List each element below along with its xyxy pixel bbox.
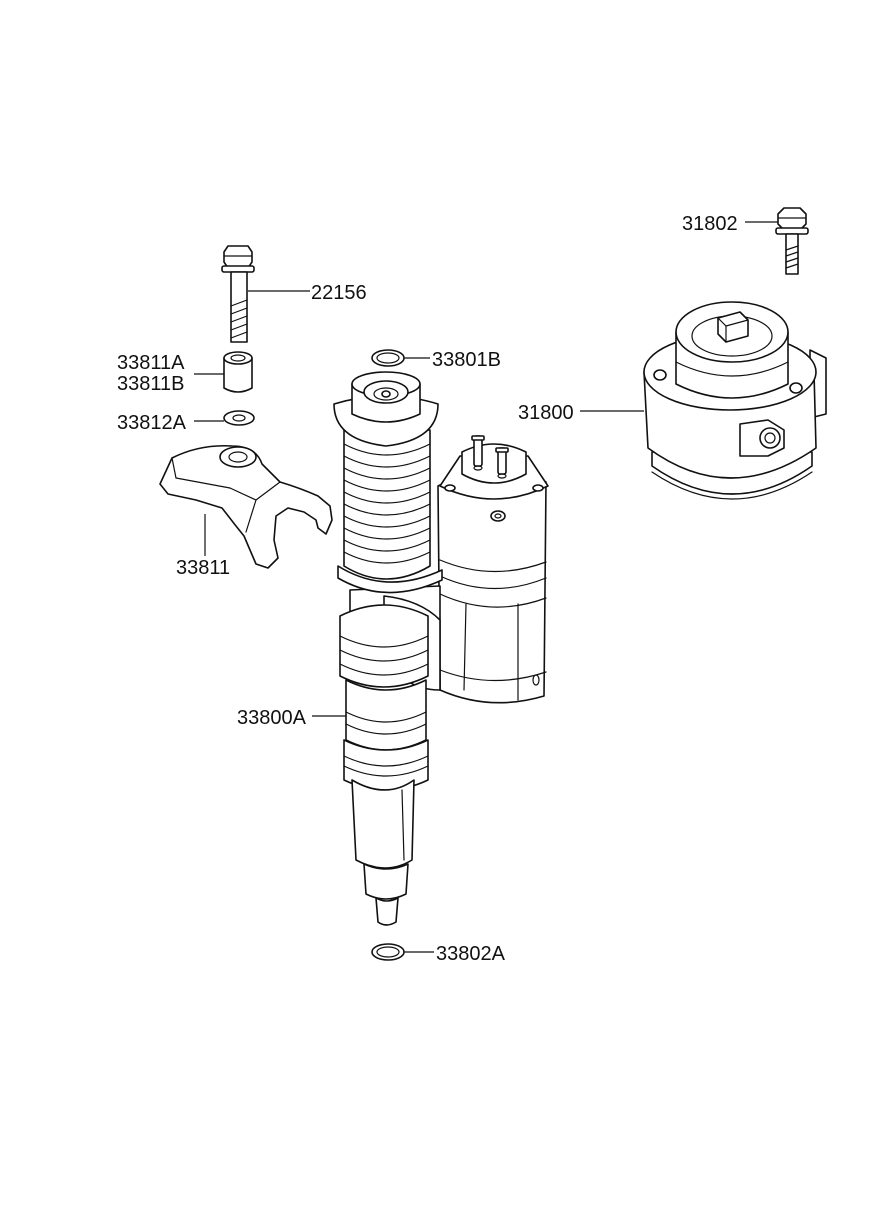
leader-lines [194, 221, 778, 953]
callout-31800: 31800 [518, 402, 574, 424]
module-31800 [643, 301, 827, 500]
rocker-arm-33811 [159, 444, 333, 569]
callout-22156: 22156 [311, 282, 367, 304]
callout-33802A: 33802A [436, 943, 506, 965]
bolt-22156 [221, 245, 255, 343]
callout-33811: 33811 [176, 557, 230, 579]
sleeve-33811A [223, 351, 253, 393]
callout-31802: 31802 [682, 213, 738, 235]
washer-33812A [223, 410, 255, 426]
bolt-31802 [775, 207, 809, 275]
callout-33812A: 33812A [117, 412, 187, 434]
o-ring-33801B [371, 349, 405, 367]
o-ring-33802A [371, 943, 405, 961]
callout-33811B: 33811B [117, 373, 184, 395]
callout-33801B: 33801B [432, 349, 501, 371]
unit-injector-33800A [333, 371, 549, 926]
callout-33811A: 33811A [117, 352, 185, 374]
callout-33800A: 33800A [237, 707, 307, 729]
